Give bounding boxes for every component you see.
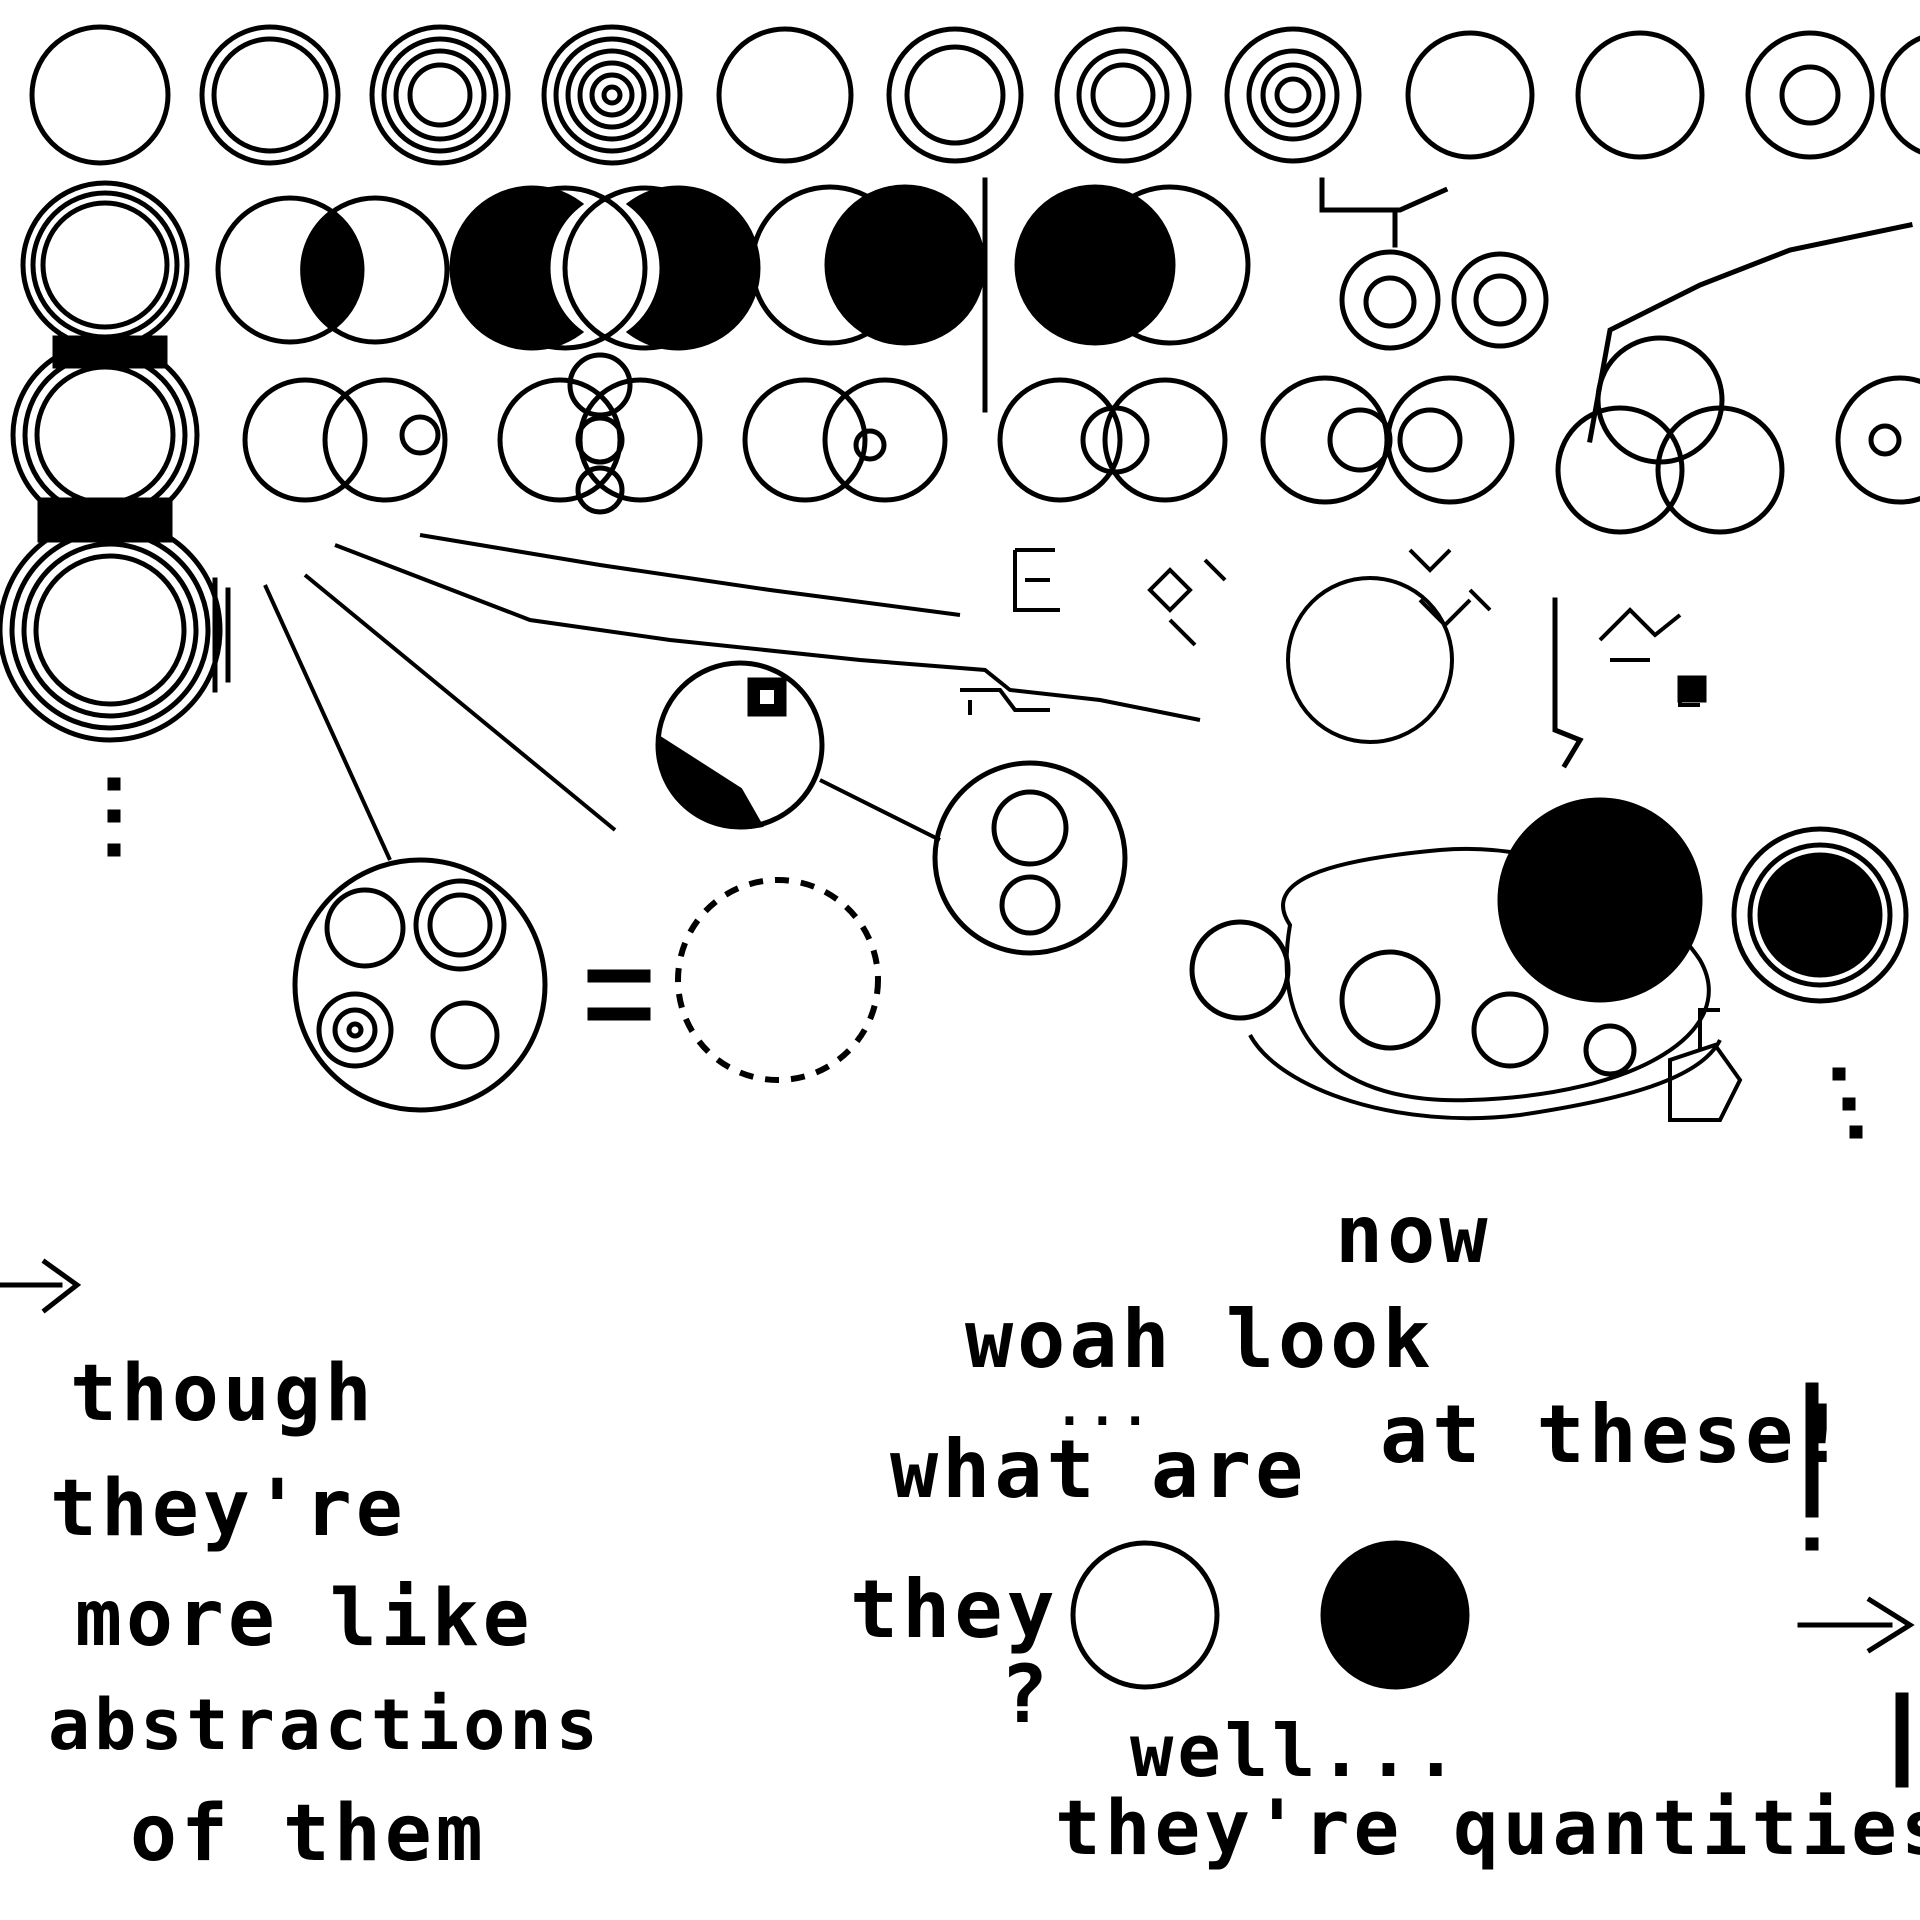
right-filled-pair xyxy=(749,184,986,346)
nested-cluster xyxy=(1189,797,1909,1122)
venn-5 xyxy=(1260,375,1515,505)
ring-10 xyxy=(1575,30,1705,160)
venn-4 xyxy=(997,377,1228,503)
arrow-left xyxy=(0,1258,82,1314)
filled-circle xyxy=(1320,1540,1470,1690)
partly-shaded-circle xyxy=(655,660,825,830)
ring-5 xyxy=(716,26,854,164)
note-left-line-2: they're xyxy=(50,1464,407,1554)
concentric-rings-row xyxy=(29,24,1920,166)
note-left-line-4: abstractions xyxy=(48,1684,602,1766)
note-they: they xyxy=(850,1563,1059,1656)
note-question: ? xyxy=(1000,1648,1053,1741)
venn-3 xyxy=(742,377,948,503)
note-left-line-5: of them xyxy=(130,1789,487,1879)
ring-6 xyxy=(886,26,1024,164)
ring-4 xyxy=(541,24,683,166)
ring-12-partial xyxy=(1880,35,1920,155)
venn-1 xyxy=(242,377,448,503)
intersection-pair xyxy=(215,195,450,345)
ring-8 xyxy=(1224,26,1362,164)
small-ellipsis-right xyxy=(1832,1067,1863,1139)
left-filled-pair xyxy=(1014,184,1251,346)
note-quantities: they're quantities! xyxy=(1055,1783,1920,1872)
connector-fan xyxy=(263,533,1201,861)
ring-7 xyxy=(1054,26,1192,164)
stacked-rings-column xyxy=(0,180,231,743)
ring-1 xyxy=(29,24,171,166)
venn-7-partial xyxy=(1835,375,1920,505)
connector-curve xyxy=(1587,222,1913,443)
group-circle xyxy=(292,857,548,1113)
hanging-pair xyxy=(1319,177,1549,351)
stacked-pair-circle xyxy=(932,760,1128,956)
ring-3 xyxy=(369,24,511,166)
scribble-clusters xyxy=(960,548,1707,769)
note-woah-look: woah look xyxy=(965,1293,1435,1386)
note-what-are: what are xyxy=(890,1423,1308,1516)
venn-2 xyxy=(497,352,703,515)
note-left-line-1: though xyxy=(70,1349,376,1439)
note-now: now xyxy=(1335,1188,1492,1281)
ring-9 xyxy=(1405,30,1535,160)
ring-11 xyxy=(1745,30,1875,160)
note-left-line-3: more like xyxy=(75,1574,534,1664)
arrow-right xyxy=(1797,1596,1915,1654)
dashed-circle xyxy=(675,877,881,1083)
venn-6 xyxy=(1555,335,1785,535)
note-at-these: at these! xyxy=(1380,1388,1850,1481)
note-ellipsis: ... xyxy=(1055,1381,1154,1437)
venn-row xyxy=(242,335,1920,535)
outer-filled-pair xyxy=(449,185,761,351)
note-well: well... xyxy=(1130,1709,1462,1793)
hollow-circle xyxy=(1070,1540,1220,1690)
vertical-ellipsis xyxy=(107,777,121,857)
equals-sign xyxy=(587,969,651,1021)
exclaim-marks xyxy=(1805,1382,1909,1788)
ring-2 xyxy=(199,24,341,166)
